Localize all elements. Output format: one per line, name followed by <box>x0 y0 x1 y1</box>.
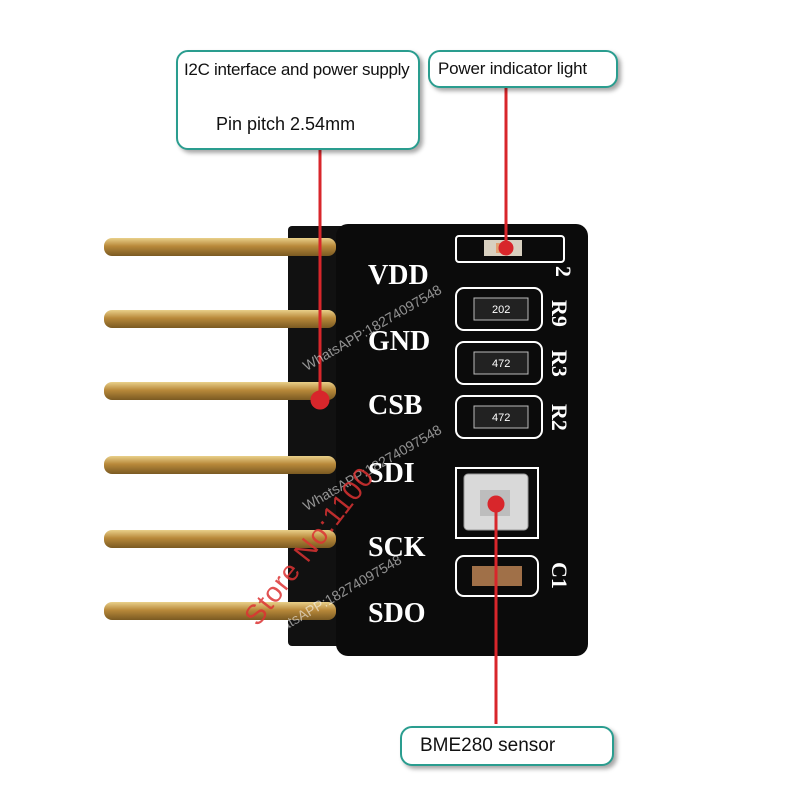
ref-r2: R2 <box>547 404 572 431</box>
callout-power-label: Power indicator light <box>438 59 587 78</box>
pin-label-gnd: GND <box>368 326 430 357</box>
pin-5 <box>104 530 336 548</box>
resistor-r3-code: 472 <box>492 358 510 370</box>
callout-i2c: I2C interface and power supply Pin pitch… <box>176 50 420 150</box>
callout-sensor-label: BME280 sensor <box>420 735 556 756</box>
resistor-r3-outline <box>455 341 543 385</box>
pin-6 <box>104 602 336 620</box>
resistor-r9-code: 202 <box>492 304 510 316</box>
pin-label-sdi: SDI <box>368 458 415 489</box>
resistor-r2-outline <box>455 395 543 439</box>
pcb <box>336 224 588 656</box>
resistor-r9-outline <box>455 287 543 331</box>
callout-power: Power indicator light <box>428 50 618 88</box>
ref-top: 2 <box>551 266 576 277</box>
pin-3 <box>104 382 336 400</box>
callout-i2c-title: I2C interface and power supply <box>184 60 410 79</box>
resistor-r2-code: 472 <box>492 412 510 424</box>
pin-label-sck: SCK <box>368 532 426 563</box>
ref-c1: C1 <box>547 562 572 589</box>
resistor-r2 <box>473 405 529 429</box>
pin-label-sdo: SDO <box>368 598 426 629</box>
pin-label-vdd: VDD <box>368 260 429 291</box>
callout-sensor: BME280 sensor <box>400 726 614 766</box>
power-led-outline <box>455 235 565 263</box>
resistor-r3 <box>473 351 529 375</box>
pin-4 <box>104 456 336 474</box>
pin-label-csb: CSB <box>368 390 422 421</box>
pin-1 <box>104 238 336 256</box>
pin-2 <box>104 310 336 328</box>
ref-r3: R3 <box>547 350 572 377</box>
callout-i2c-pitch: Pin pitch 2.54mm <box>216 114 356 134</box>
ref-r9: R9 <box>547 300 572 327</box>
header-pins <box>104 238 336 620</box>
resistor-r9 <box>473 297 529 321</box>
